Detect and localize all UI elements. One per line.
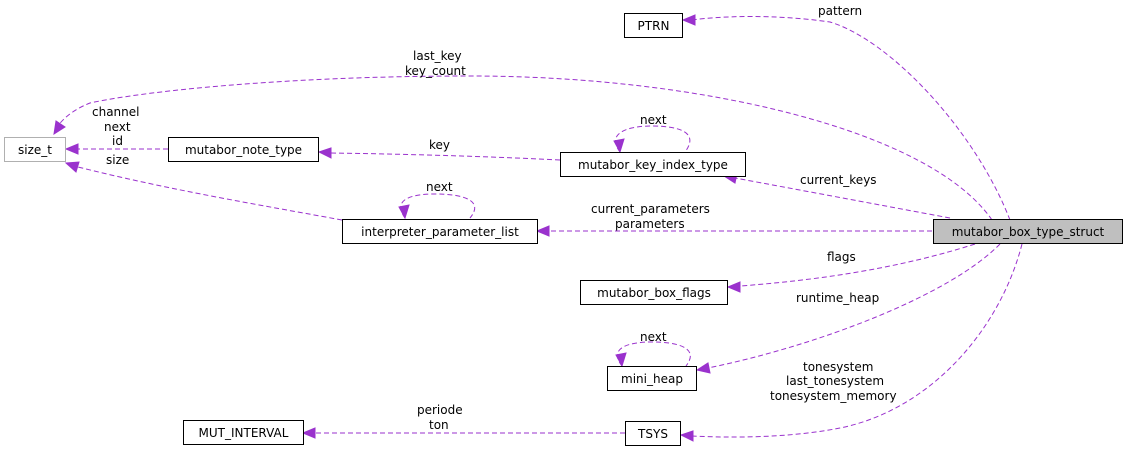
node-mutabor-box-flags-label: mutabor_box_flags bbox=[597, 286, 711, 300]
node-mini-heap-label: mini_heap bbox=[621, 372, 683, 386]
edge-label-channel: channel bbox=[92, 105, 139, 119]
node-tsys-label: TSYS bbox=[637, 427, 668, 441]
edge-pattern: pattern bbox=[681, 4, 1011, 221]
edge-param-to-size: size bbox=[64, 153, 343, 221]
edge-runtime-heap: runtime_heap bbox=[695, 243, 1001, 374]
node-size-t-label: size_t bbox=[18, 143, 52, 157]
edge-tonesystem: tonesystem last_tonesystem tonesystem_me… bbox=[679, 243, 1023, 442]
node-ptrn[interactable]: PTRN bbox=[624, 13, 683, 38]
edge-label-pattern: pattern bbox=[818, 4, 862, 18]
node-mutabor-note-type[interactable]: mutabor_note_type bbox=[168, 137, 319, 162]
edge-label-next-heap: next bbox=[640, 330, 667, 344]
edge-label-size: size bbox=[106, 153, 129, 167]
edge-current-keys: current_keys bbox=[722, 172, 951, 219]
edge-label-current-keys: current_keys bbox=[800, 173, 877, 187]
edge-label-tonesystem: tonesystem bbox=[803, 360, 873, 374]
node-ptrn-label: PTRN bbox=[638, 19, 670, 33]
edge-label-next-param: next bbox=[426, 180, 453, 194]
edge-label-parameters: parameters bbox=[615, 217, 685, 231]
edge-flags: flags bbox=[726, 243, 976, 293]
node-mutabor-box-type-struct-label: mutabor_box_type_struct bbox=[952, 225, 1105, 239]
node-tsys[interactable]: TSYS bbox=[625, 421, 681, 446]
node-mini-heap[interactable]: mini_heap bbox=[607, 366, 697, 391]
node-mutabor-note-type-label: mutabor_note_type bbox=[185, 143, 302, 157]
edge-last-key: last_key key_count bbox=[53, 49, 993, 221]
edge-key: key bbox=[317, 138, 561, 161]
node-size-t[interactable]: size_t bbox=[4, 137, 66, 162]
edge-periode-ton: periode ton bbox=[301, 403, 625, 439]
edge-label-last-tonesystem: last_tonesystem bbox=[786, 374, 884, 388]
edge-label-runtime-heap: runtime_heap bbox=[796, 291, 879, 305]
edge-label-current-parameters: current_parameters bbox=[591, 202, 710, 216]
edge-label-key: key bbox=[429, 138, 450, 152]
edge-label-tonesystem-memory: tonesystem_memory bbox=[770, 389, 897, 403]
edge-parameters: current_parameters parameters bbox=[535, 202, 932, 237]
node-mut-interval[interactable]: MUT_INTERVAL bbox=[183, 420, 304, 445]
edge-next-param: next bbox=[398, 180, 476, 220]
node-mut-interval-label: MUT_INTERVAL bbox=[199, 426, 289, 440]
edge-label-periode: periode bbox=[417, 403, 463, 417]
edge-label-last-key: last_key bbox=[413, 49, 462, 63]
edge-label-next-key-index: next bbox=[640, 113, 667, 127]
edge-next-heap: next bbox=[615, 330, 691, 368]
edge-label-flags: flags bbox=[827, 250, 856, 264]
edge-note-to-size: channel next id bbox=[64, 105, 168, 155]
edge-next-key-index: next bbox=[613, 113, 691, 154]
edge-label-next-note: next bbox=[104, 120, 131, 134]
node-mutabor-key-index-type-label: mutabor_key_index_type bbox=[578, 158, 728, 172]
node-mutabor-key-index-type[interactable]: mutabor_key_index_type bbox=[560, 152, 746, 177]
edge-label-id: id bbox=[112, 134, 123, 148]
edge-label-key-count: key_count bbox=[405, 64, 466, 78]
node-mutabor-box-flags[interactable]: mutabor_box_flags bbox=[580, 280, 728, 305]
node-interpreter-parameter-list-label: interpreter_parameter_list bbox=[361, 225, 519, 239]
edge-label-ton: ton bbox=[429, 418, 449, 432]
node-mutabor-box-type-struct[interactable]: mutabor_box_type_struct bbox=[933, 219, 1123, 244]
node-interpreter-parameter-list[interactable]: interpreter_parameter_list bbox=[342, 219, 538, 244]
